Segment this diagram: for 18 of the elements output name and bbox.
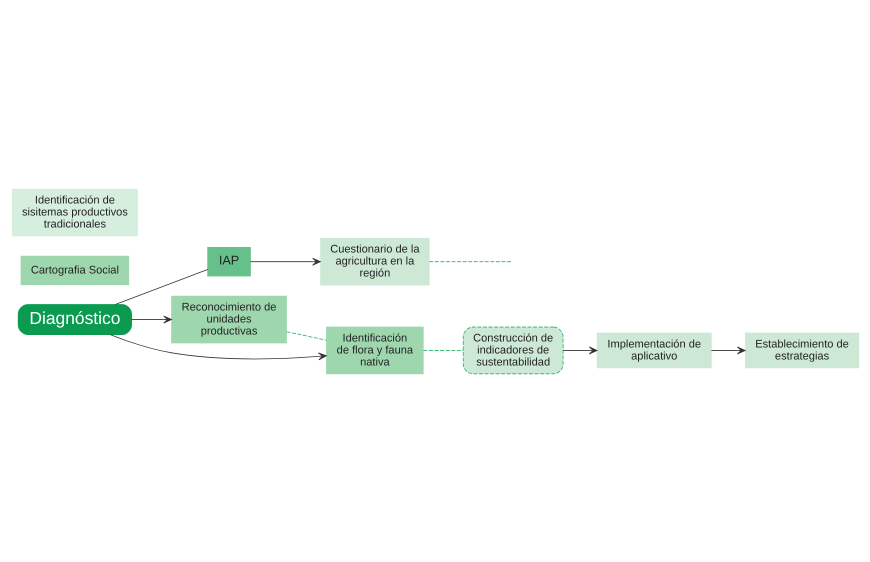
arrow: [710, 346, 746, 354]
node-box: Diagnóstico: [17, 304, 132, 334]
node-box: Implementación de aplicativo: [596, 332, 712, 368]
node-box: Identificación de sisitemas productivos tradicionales: [11, 188, 138, 236]
node-box: IAP: [206, 246, 250, 276]
arrow: [130, 315, 172, 323]
node-box: Establecimiento de estrategias: [744, 332, 859, 368]
arrow: [109, 334, 326, 360]
node-box: Cartografia Social: [20, 255, 129, 285]
node-box: Reconocimiento de unidades productivas: [170, 295, 286, 343]
connector: [428, 260, 512, 262]
node-box: Cuestionario de la agricultura en la región: [320, 237, 430, 285]
arrow: [250, 257, 320, 266]
arrow: [562, 346, 597, 354]
connector: [114, 268, 208, 304]
connector: [286, 330, 326, 340]
node-box: Identificación de flora y fauna nativa: [326, 326, 424, 374]
node-box: Construcción de indicadores de sustentabilidad: [462, 326, 563, 374]
